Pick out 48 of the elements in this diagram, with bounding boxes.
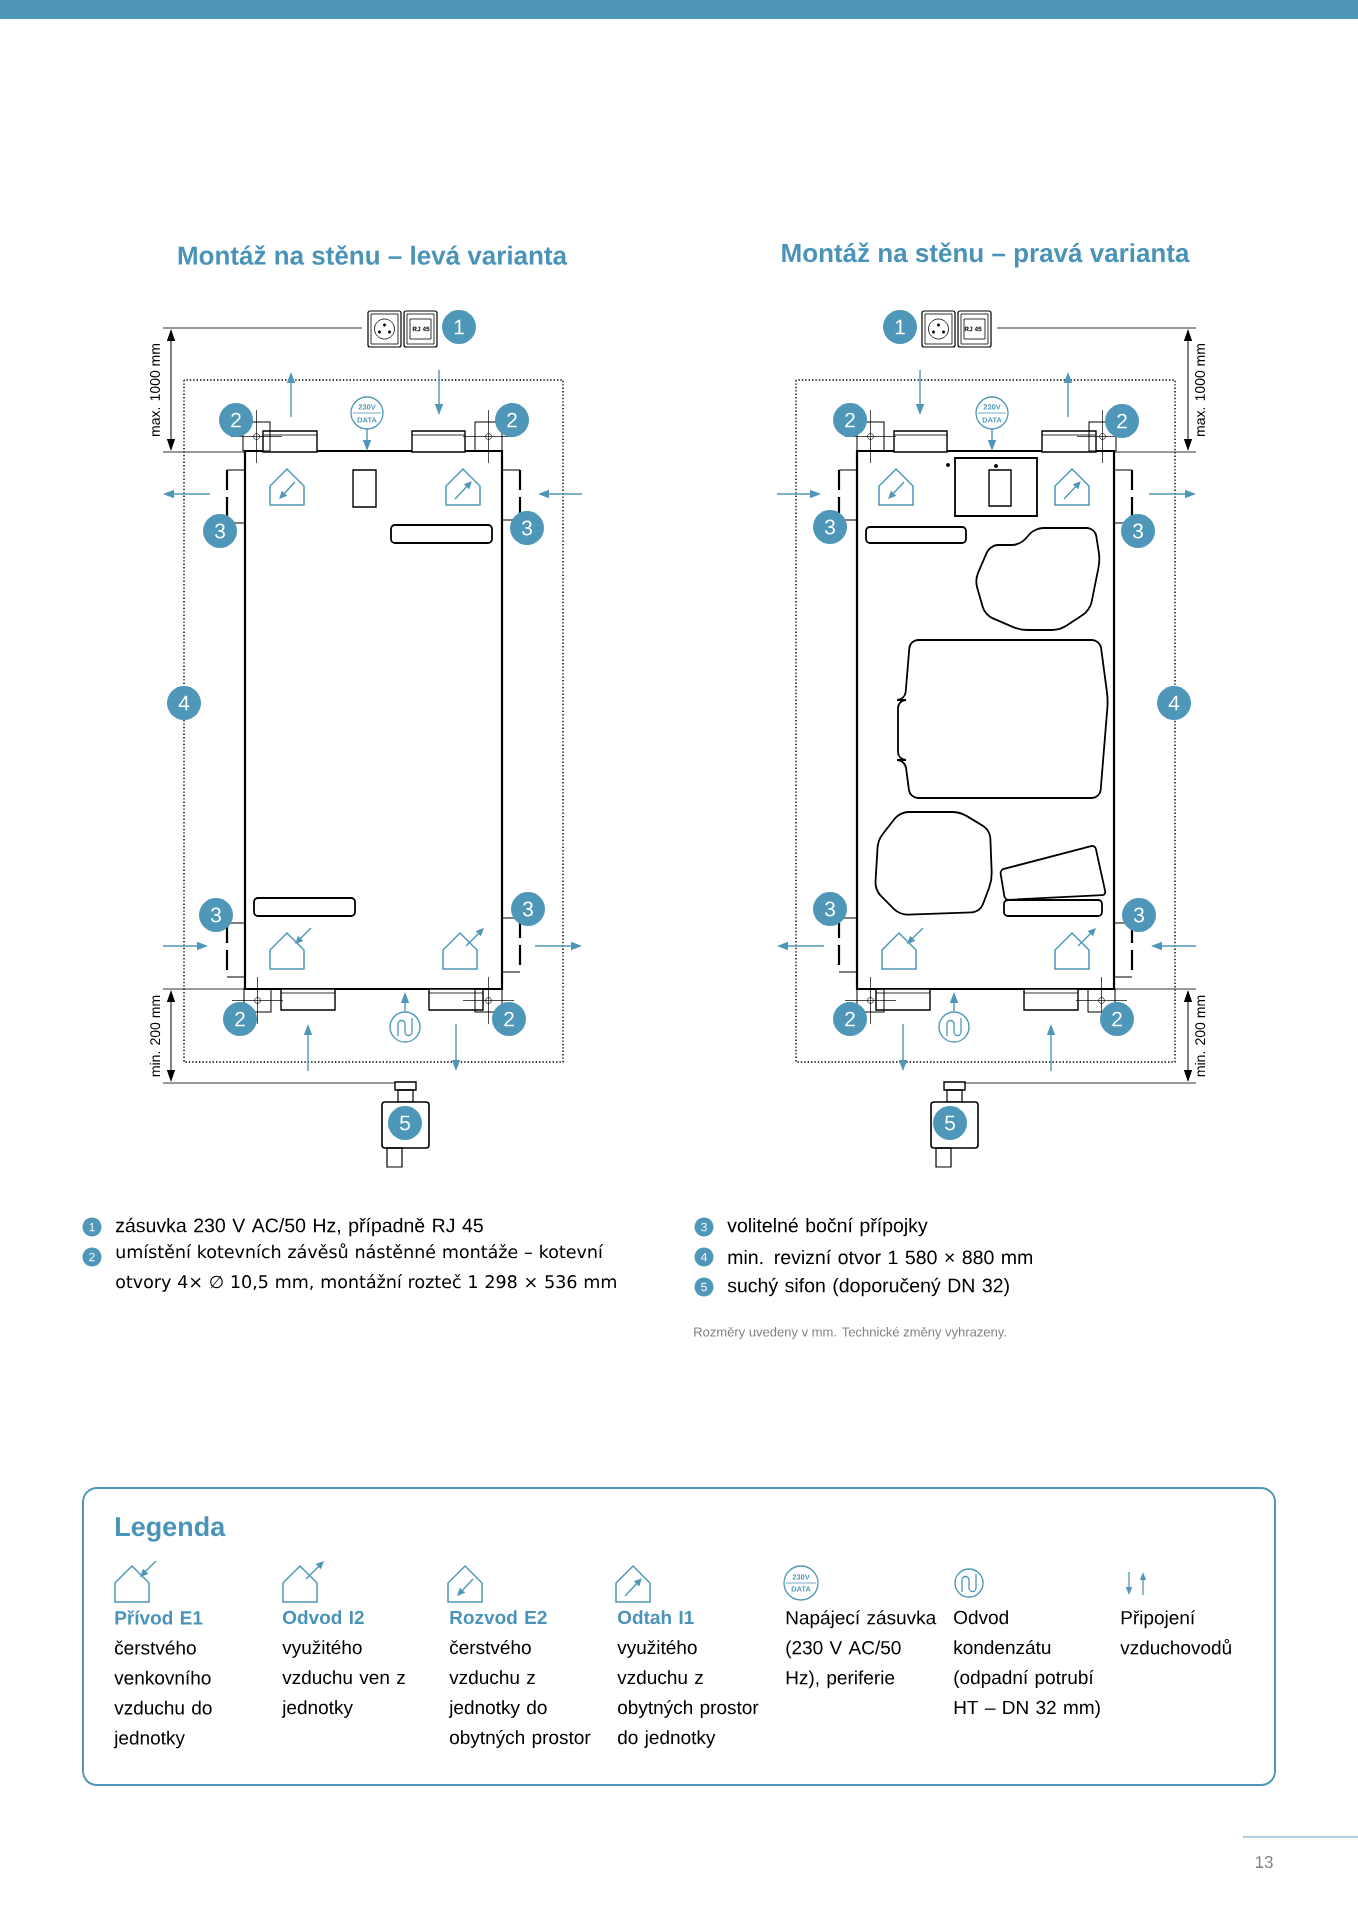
callout-number: 2 — [223, 1002, 257, 1036]
legend-title: Legenda — [116, 1516, 226, 1542]
list-text: volitelné boční přípojky — [727, 1217, 928, 1237]
callout-number: 2 — [492, 1002, 526, 1036]
callout-number: 3 — [813, 892, 847, 926]
callout-number: 3 — [1122, 898, 1156, 932]
callout-number: 3 — [1121, 514, 1155, 548]
callout-number: 3 — [510, 511, 544, 545]
legend-text: Přívod E1 čerstvého venkovního vzduchu do jednotky — [113, 1610, 212, 1749]
dimension-label: min. 200 mm — [148, 993, 162, 1079]
callout-number: 3 — [511, 892, 545, 926]
callout-number: 5 — [388, 1106, 422, 1140]
callout-number: 2 — [82, 1247, 102, 1267]
dimension-label: max. 1000 mm — [1194, 342, 1206, 438]
page-number: 13 — [1255, 1856, 1273, 1869]
panel-title: Montáž na stěnu – pravá varianta — [782, 242, 1190, 268]
list-text: umístění kotevních závěsů nástěnné montáže – kotevní otvory 4× ∅ 10,5 mm, montážní rozteč 1 298 × 536 mm — [116, 1243, 616, 1292]
list-text: zásuvka 230 V AC/50 Hz, případně RJ 45 — [116, 1217, 483, 1237]
callout-number: 2 — [1100, 1002, 1134, 1036]
callout-number: 3 — [813, 510, 847, 544]
legend-text: Rozvod E2 čerstvého vzduchu z jednotky do obytných prostor — [448, 1610, 591, 1748]
dimension-label: min. 200 mm — [1193, 993, 1207, 1079]
callout-number: 3 — [203, 514, 237, 548]
callout-number: 3 — [199, 898, 233, 932]
list-text: min. revizní otvor 1 580 × 880 mm — [728, 1249, 1032, 1265]
legend-text: Odtah I1 využitého vzduchu z obytných prostor do jednotky — [617, 1610, 759, 1748]
callout-number: 4 — [694, 1247, 714, 1267]
list-text: suchý sifon (doporučený DN 32) — [727, 1277, 1009, 1297]
callout-number: 2 — [219, 403, 253, 437]
callout-number: 5 — [933, 1106, 967, 1140]
callout-number: 4 — [167, 686, 201, 720]
callout-number: 5 — [694, 1277, 714, 1297]
callout-number: 2 — [495, 403, 529, 437]
callout-number: 1 — [442, 310, 476, 344]
callout-number: 1 — [883, 310, 917, 344]
callout-number: 2 — [833, 403, 867, 437]
legend-text: Připojení vzduchovodů — [1120, 1610, 1231, 1655]
callout-number: 2 — [833, 1002, 867, 1036]
legend-text: Odvod kondenzátu (odpadní potrubí HT – DN 32 mm) — [954, 1610, 1100, 1718]
callout-number: 4 — [1157, 686, 1191, 720]
footnote: Rozměry uvedeny v mm. Technické změny vyhrazeny. — [694, 1326, 1006, 1340]
panel-title: Montáž na stěnu – levá varianta — [178, 245, 568, 265]
callout-number: 2 — [1105, 404, 1139, 438]
callout-number: 1 — [82, 1217, 102, 1237]
dimension-label: max. 1000 mm — [149, 342, 161, 438]
legend-text: Napájecí zásuvka (230 V AC/50 Hz), periferie — [786, 1610, 937, 1689]
legend-text: Odvod I2 využitého vzduchu ven z jednotky — [281, 1610, 405, 1718]
callout-number: 3 — [694, 1217, 714, 1237]
